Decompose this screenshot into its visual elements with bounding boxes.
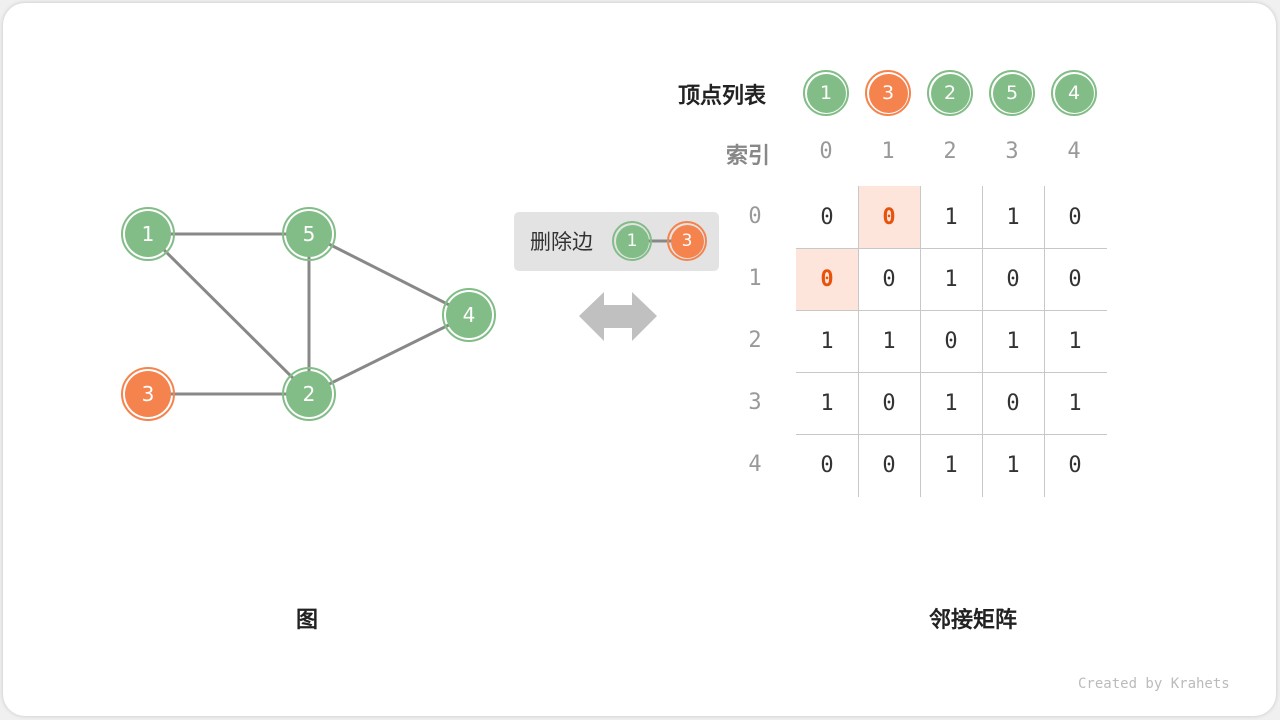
graph-node-1: 1 (121, 207, 175, 261)
grid-vline (982, 186, 983, 497)
edge-2-4 (308, 313, 470, 396)
row-index-1: 1 (748, 266, 762, 291)
matrix-cell-0-4: 0 (1068, 204, 1082, 230)
grid-vline (920, 186, 921, 497)
tag-node-1: 1 (612, 221, 652, 261)
grid-hline (796, 248, 1107, 249)
operation-label: 删除边 (530, 230, 593, 254)
tag-node-3: 3 (667, 221, 707, 261)
graph-node-3: 3 (121, 367, 175, 421)
grid-hline (796, 372, 1107, 373)
matrix-cell-1-1: 0 (882, 266, 896, 292)
matrix-cell-1-2: 1 (944, 266, 958, 292)
matrix-cell-3-4: 1 (1068, 390, 1082, 416)
grid-vline (1044, 186, 1045, 497)
col-index-1: 1 (881, 139, 895, 164)
matrix-cell-4-4: 0 (1068, 452, 1082, 478)
matrix-cell-3-3: 0 (1006, 390, 1020, 416)
matrix-cell-1-3: 0 (1006, 266, 1020, 292)
matrix-cell-2-3: 1 (1006, 328, 1020, 354)
vertex-list-item-1: 3 (865, 70, 911, 116)
vertex-list-item-4: 4 (1051, 70, 1097, 116)
row-index-2: 2 (748, 328, 762, 353)
matrix-cell-0-2: 1 (944, 204, 958, 230)
matrix-cell-4-1: 0 (882, 452, 896, 478)
matrix-cell-1-0: 0 (796, 248, 858, 310)
credit-text: Created by Krahets (1078, 676, 1230, 692)
matrix-title: 邻接矩阵 (929, 608, 1018, 633)
row-index-4: 4 (748, 452, 762, 477)
matrix-cell-0-0: 0 (820, 204, 834, 230)
matrix-cell-2-0: 1 (820, 328, 834, 354)
matrix-cell-3-2: 1 (944, 390, 958, 416)
grid-hline (796, 310, 1107, 311)
vertex-list-item-3: 5 (989, 70, 1035, 116)
col-index-2: 2 (943, 139, 957, 164)
edge-5-4 (308, 232, 470, 317)
matrix-cell-3-0: 1 (820, 390, 834, 416)
graph-title: 图 (296, 608, 319, 633)
vertex-list-label: 顶点列表 (678, 84, 767, 109)
double-arrow-icon (579, 292, 657, 341)
matrix-cell-0-1: 0 (858, 186, 920, 248)
graph-node-5: 5 (282, 207, 336, 261)
grid-vline (858, 186, 859, 497)
vertex-list-item-0: 1 (803, 70, 849, 116)
index-label: 索引 (726, 144, 771, 169)
canvas-frame (3, 3, 1276, 716)
matrix-cell-4-0: 0 (820, 452, 834, 478)
matrix-cell-2-4: 1 (1068, 328, 1082, 354)
graph-node-2: 2 (282, 367, 336, 421)
matrix-cell-2-1: 1 (882, 328, 896, 354)
row-index-3: 3 (748, 390, 762, 415)
matrix-cell-3-1: 0 (882, 390, 896, 416)
matrix-cell-0-3: 1 (1006, 204, 1020, 230)
matrix-cell-4-3: 1 (1006, 452, 1020, 478)
row-index-0: 0 (748, 204, 762, 229)
col-index-0: 0 (819, 139, 833, 164)
grid-hline (796, 434, 1107, 435)
graph-node-4: 4 (442, 288, 496, 342)
col-index-4: 4 (1067, 139, 1081, 164)
col-index-3: 3 (1005, 139, 1019, 164)
vertex-list-item-2: 2 (927, 70, 973, 116)
matrix-cell-2-2: 0 (944, 328, 958, 354)
edge-1-2 (146, 232, 311, 396)
matrix-cell-1-4: 0 (1068, 266, 1082, 292)
matrix-cell-4-2: 1 (944, 452, 958, 478)
